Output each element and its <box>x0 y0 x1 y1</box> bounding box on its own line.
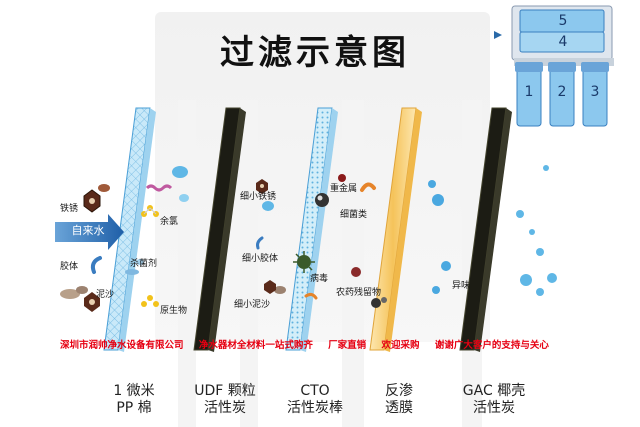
water-droplet-icon <box>262 201 274 211</box>
filter-caption-line2: 活性炭棒 <box>287 400 343 416</box>
bacteria-chain-icon <box>145 184 173 192</box>
protozoa-label: 原生物 <box>160 306 188 316</box>
page-title: 过滤示意图 <box>220 33 410 73</box>
pesticide-label: 农药残留物 <box>336 288 382 298</box>
colloid-icon <box>90 256 102 274</box>
filter-caption-line1: CTO <box>300 383 330 399</box>
heavy-metal-label: 重金属 <box>330 184 358 194</box>
protozoa-icon <box>141 295 159 307</box>
filter-caption-ro: 反渗 透膜 <box>364 383 434 417</box>
bacteria-label: 细菌类 <box>340 210 368 220</box>
banner-text: 欢迎采购 <box>381 340 420 351</box>
bactericide-icon <box>125 259 144 275</box>
odor-label: 异味 <box>452 281 471 291</box>
fine-colloid-icon <box>256 236 264 250</box>
bacteria-worm-icon <box>304 292 318 300</box>
filter-caption-line2: 活性炭 <box>473 400 515 416</box>
inlet-arrow <box>55 214 124 250</box>
water-droplet-icon <box>179 194 189 202</box>
fine-rust-icon <box>256 179 268 194</box>
chlorine-label: 余氯 <box>160 217 179 227</box>
bacteria-worm-icon <box>360 182 376 192</box>
heavy-metal-icon <box>315 174 346 207</box>
filter-caption-line2: PP 棉 <box>116 400 152 416</box>
unit-number-1: 1 <box>524 84 534 100</box>
banner-text: 净水器材全材料一站式购齐 <box>198 340 313 351</box>
unit-number-5: 5 <box>558 13 568 29</box>
filter-caption-line2: 透膜 <box>385 400 413 416</box>
sediment-label: 泥沙 <box>96 290 115 300</box>
fine-sediment-icon <box>264 280 286 294</box>
rust-label: 铁锈 <box>60 204 79 214</box>
unit-number-4: 4 <box>558 34 568 50</box>
chlorine-icon <box>141 205 159 217</box>
banner-text: 谢谢广大客户的支持与关心 <box>434 340 549 351</box>
filter-caption-line2: 活性炭 <box>204 400 246 416</box>
colloid-label: 胶体 <box>60 262 79 272</box>
unit-number-3: 3 <box>590 84 600 100</box>
fine-sediment-label: 细小泥沙 <box>234 300 271 310</box>
filter-caption-pp: 1 微米 PP 棉 <box>94 383 174 417</box>
purifier-unit-illustration <box>494 5 614 127</box>
bactericide-label: 杀菌剂 <box>130 259 158 269</box>
fine-rust-label: 细小铁锈 <box>240 192 277 202</box>
banner-text: 厂家直销 <box>328 340 367 351</box>
rust-icon <box>83 184 110 213</box>
filter-caption-line1: UDF 颗粒 <box>194 383 256 399</box>
pesticide-icon <box>351 267 387 308</box>
banner-text: 深圳市润帅净水设备有限公司 <box>60 340 184 351</box>
water-droplet-icon <box>172 166 188 178</box>
filter-caption-line1: 反渗 <box>385 383 413 399</box>
filter-caption-gac: GAC 椰壳 活性炭 <box>444 383 544 417</box>
virus-icon <box>293 251 315 273</box>
company-banner: 深圳市润帅净水设备有限公司 净水器材全材料一站式购齐 厂家直销 欢迎采购 谢谢广… <box>60 337 620 351</box>
inlet-label: 自来水 <box>71 224 105 237</box>
filter-caption-line1: GAC 椰壳 <box>462 383 526 399</box>
unit-number-2: 2 <box>557 84 567 100</box>
filter-caption-line1: 1 微米 <box>113 383 155 399</box>
filter-caption-cto: CTO 活性炭棒 <box>270 383 360 417</box>
sediment-icon <box>60 286 100 312</box>
filter-caption-udf: UDF 颗粒 活性炭 <box>180 383 270 417</box>
fine-colloid-label: 细小胶体 <box>242 254 279 264</box>
virus-label: 病毒 <box>310 274 329 284</box>
clean-water-droplets-icon <box>428 165 557 296</box>
